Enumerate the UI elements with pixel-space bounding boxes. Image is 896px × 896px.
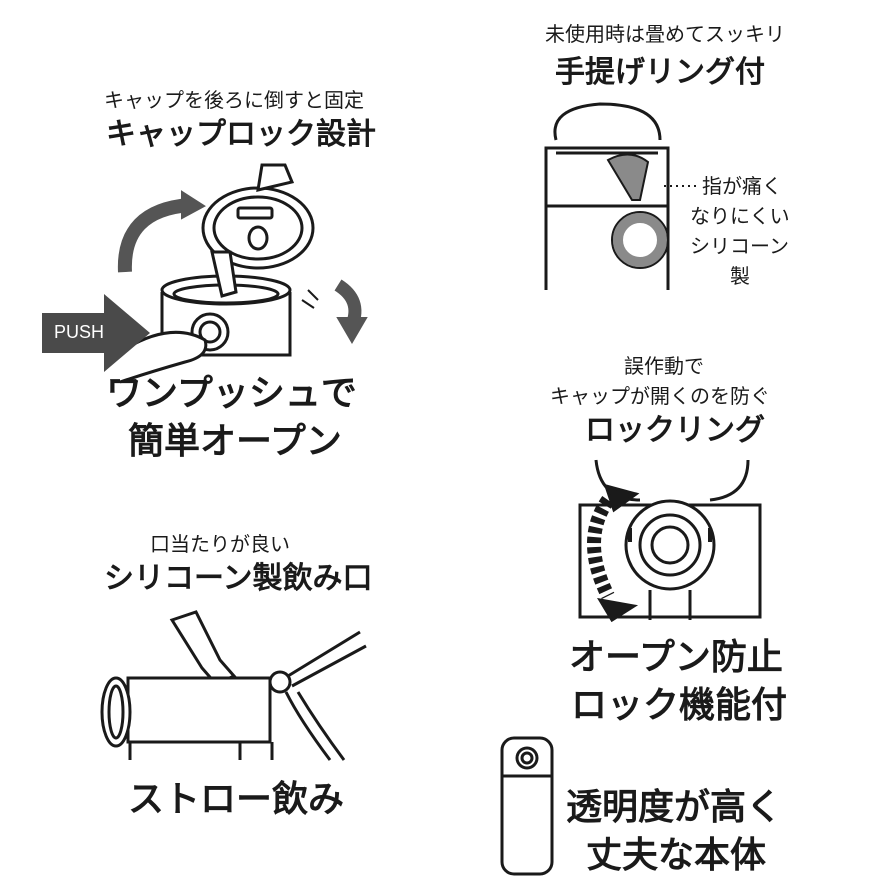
straw-illustration xyxy=(100,610,367,761)
body-title-line1: 透明度が高く xyxy=(566,787,783,828)
lock-ring-illustration xyxy=(578,459,762,623)
body-title-line2: 丈夫な本体 xyxy=(586,835,767,876)
push-arrow-icon xyxy=(42,294,150,372)
handle-ring-caption: 未使用時は畳めてスッキリ xyxy=(545,22,785,46)
handle-ring-illustration xyxy=(544,102,696,290)
silicone-spout-caption: 口当たりが良い xyxy=(150,532,290,556)
cap-lock-caption: キャップを後ろに倒すと固定 xyxy=(104,88,364,112)
lock-ring-caption-line2: キャップが開くのを防ぐ xyxy=(550,384,770,408)
handle-note-line3: シリコーン xyxy=(690,234,789,258)
handle-note-line1: 指が痛く xyxy=(702,174,782,198)
one-push-title-line2: 簡単オープン xyxy=(128,421,342,462)
bottle-body-illustration xyxy=(500,736,554,876)
silicone-spout-title: シリコーン製飲み口 xyxy=(104,561,373,596)
straw-title: ストロー飲み xyxy=(128,779,345,820)
one-push-title-line1: ワンプッシュで xyxy=(106,373,357,414)
lock-ring-caption-line1: 誤作動で xyxy=(624,354,704,378)
lock-feature-line2: ロック機能付 xyxy=(571,685,788,726)
lock-ring-title: ロックリング xyxy=(585,413,765,448)
lock-feature-line1: オープン防止 xyxy=(569,637,783,678)
handle-ring-title: 手提げリング付 xyxy=(555,55,765,90)
handle-note-line2: なりにくい xyxy=(690,204,790,228)
rotate-arrow-icon xyxy=(117,198,191,273)
cap-lock-title: キャップロック設計 xyxy=(106,117,376,152)
push-label: PUSH xyxy=(54,322,105,342)
cap-lock-illustration xyxy=(117,163,368,384)
handle-note-line4: 製 xyxy=(730,264,750,288)
